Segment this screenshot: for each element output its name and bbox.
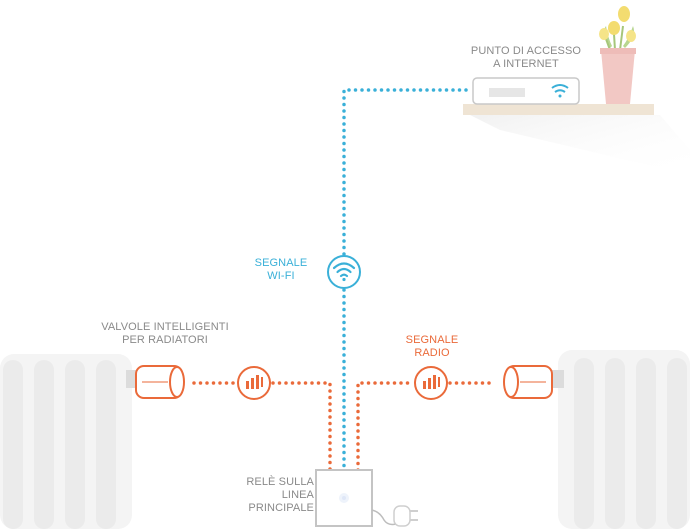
power-plug-icon [371,505,418,527]
flower-pot-icon [599,6,636,104]
radiator-icon-right [552,350,690,529]
relay-box [315,469,373,527]
radio-link [192,381,496,472]
radiator-icon-left [0,354,138,529]
wifi-link [342,88,468,472]
valves-label: VALVOLE INTELLIGENTI PER RADIATORI [101,321,229,346]
radio-signal-icon-left [237,366,271,400]
router-icon [472,77,580,105]
wifi-signal-label: SEGNALE WI-FI [254,257,308,282]
relay-label: RELÈ SULLA LINEA PRINCIPALE [246,476,314,514]
radio-signal-icon-right [414,366,448,400]
radio-signal-label: SEGNALE RADIO [405,334,459,359]
smart-valve-icon-left [135,365,185,399]
shelf [463,104,690,175]
access-point-label: PUNTO DI ACCESSO A INTERNET [470,45,582,70]
wifi-icon [327,255,361,289]
smart-valve-icon-right [503,365,553,399]
